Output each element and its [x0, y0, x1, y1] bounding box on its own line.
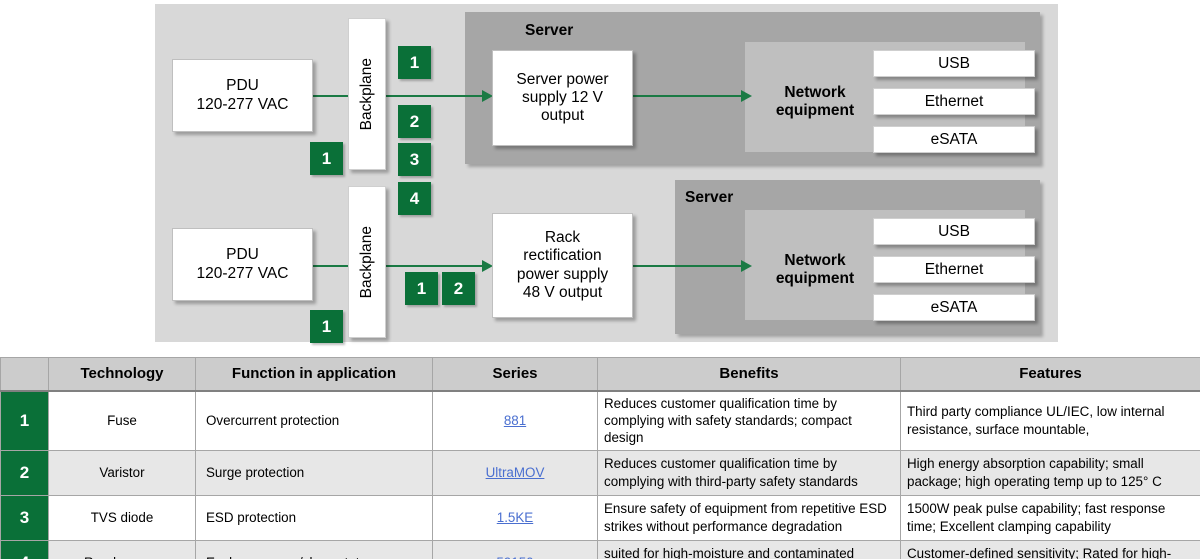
backplane-top: Backplane — [348, 18, 386, 170]
badge-pdu-bottom-output: 1 — [310, 310, 343, 343]
pdu-box-top: PDU 120-277 VAC — [172, 59, 313, 132]
arrowhead-psu-bottom — [482, 260, 493, 272]
row-index-badge: 1 — [0, 390, 49, 451]
badge-backplane-top-3: 3 — [398, 143, 431, 176]
cell-function: Overcurrent protection — [195, 390, 433, 451]
arrowhead-network-bottom — [741, 260, 752, 272]
network-equipment-line2: equipment — [775, 102, 855, 120]
port-esata-top: eSATA — [873, 126, 1035, 153]
network-equipment-line1: Network — [784, 84, 846, 101]
port-usb-top: USB — [873, 50, 1035, 77]
table-header-row: Technology Function in application Serie… — [0, 357, 1200, 392]
backplane-label-top: Backplane — [358, 57, 375, 131]
cell-function: Surge protection — [195, 449, 433, 496]
row-index-badge: 4 — [0, 539, 49, 559]
port-ethernet-bottom: Ethernet — [873, 256, 1035, 283]
psu-top-line2: supply 12 V — [522, 88, 603, 106]
badge-backplane-top-4: 4 — [398, 182, 431, 215]
table-row: 4 Reed sensor Enclosure open/close statu… — [0, 539, 1200, 559]
column-header-index — [0, 357, 49, 392]
badge-backplane-bottom-1: 1 — [405, 272, 438, 305]
series-link[interactable]: 1.5KE — [496, 510, 534, 526]
cell-features: Third party compliance UL/IEC, low inter… — [900, 390, 1200, 451]
cell-series: 1.5KE — [432, 494, 598, 541]
network-equipment-line2: equipment — [775, 270, 855, 288]
cell-technology: Fuse — [48, 390, 196, 451]
pdu-top-line1: PDU — [226, 77, 259, 95]
series-link[interactable]: 59150 — [496, 555, 533, 559]
cell-series: 881 — [432, 390, 598, 451]
psu-bottom-line3: power supply — [516, 265, 609, 283]
badge-pdu-top-output: 1 — [310, 142, 343, 175]
table-row: 3 TVS diode ESD protection 1.5KE Ensure … — [0, 494, 1200, 541]
network-equipment-label-bottom: Network equipment — [760, 252, 870, 289]
connector-pdu-to-backplane-top — [313, 95, 349, 97]
row-index-badge: 3 — [0, 494, 49, 541]
pdu-bottom-line1: PDU — [226, 246, 259, 264]
connector-psu-to-network-bottom — [633, 265, 745, 267]
server-title-top: Server — [525, 22, 574, 39]
psu-bottom-line2: rectification — [523, 247, 602, 265]
connector-backplane-to-psu-bottom — [386, 265, 486, 267]
table-row: 1 Fuse Overcurrent protection 881 Reduce… — [0, 390, 1200, 451]
series-link[interactable]: UltraMOV — [485, 465, 545, 481]
pdu-box-bottom: PDU 120-277 VAC — [172, 228, 313, 301]
cell-series: 59150 — [432, 539, 598, 559]
network-equipment-line1: Network — [784, 252, 846, 269]
psu-top-line3: output — [540, 107, 585, 125]
cell-features: High energy absorption capability; small… — [900, 449, 1200, 496]
server-title-bottom: Server — [685, 189, 734, 206]
system-diagram: Server Network equipment USB Ethernet eS… — [155, 4, 1058, 343]
psu-bottom-line4: 48 V output — [522, 283, 603, 301]
psu-bottom-line1: Rack — [544, 228, 581, 246]
column-header-benefits: Benefits — [597, 357, 901, 392]
backplane-label-bottom: Backplane — [358, 225, 375, 299]
server-power-supply-box: Server power supply 12 V output — [492, 50, 633, 146]
column-header-function: Function in application — [195, 357, 433, 392]
cell-features: Customer-defined sensitivity; Rated for … — [900, 539, 1200, 559]
badge-backplane-top-1: 1 — [398, 46, 431, 79]
column-header-features: Features — [900, 357, 1200, 392]
pdu-top-line2: 120-277 VAC — [196, 95, 289, 113]
connector-pdu-to-backplane-bottom — [313, 265, 349, 267]
cell-series: UltraMOV — [432, 449, 598, 496]
column-header-series: Series — [432, 357, 598, 392]
series-link[interactable]: 881 — [503, 413, 527, 429]
cell-features: 1500W peak pulse capability; fast respon… — [900, 494, 1200, 541]
cell-benefits: Ensure safety of equipment from repetiti… — [597, 494, 901, 541]
badge-backplane-top-2: 2 — [398, 105, 431, 138]
rack-rectification-power-supply-box: Rack rectification power supply 48 V out… — [492, 213, 633, 318]
cell-benefits: Reduces customer qualification time by c… — [597, 390, 901, 451]
component-table: Technology Function in application Serie… — [0, 357, 1200, 559]
psu-top-line1: Server power — [516, 70, 609, 88]
port-ethernet-top: Ethernet — [873, 88, 1035, 115]
cell-technology: Reed sensor — [48, 539, 196, 559]
port-usb-bottom: USB — [873, 218, 1035, 245]
table-row: 2 Varistor Surge protection UltraMOV Red… — [0, 449, 1200, 496]
port-esata-bottom: eSATA — [873, 294, 1035, 321]
cell-function: ESD protection — [195, 494, 433, 541]
row-index-badge: 2 — [0, 449, 49, 496]
badge-backplane-bottom-2: 2 — [442, 272, 475, 305]
connector-backplane-to-psu-top — [386, 95, 486, 97]
pdu-bottom-line2: 120-277 VAC — [196, 264, 289, 282]
cell-benefits: suited for high-moisture and contaminate… — [597, 539, 901, 559]
server-box-bottom: Server Network equipment USB Ethernet eS… — [675, 180, 1040, 334]
cell-technology: TVS diode — [48, 494, 196, 541]
arrowhead-psu-top — [482, 90, 493, 102]
cell-benefits: Reduces customer qualification time by c… — [597, 449, 901, 496]
backplane-bottom: Backplane — [348, 186, 386, 338]
arrowhead-network-top — [741, 90, 752, 102]
column-header-technology: Technology — [48, 357, 196, 392]
server-box-top: Server Network equipment USB Ethernet eS… — [465, 12, 1040, 164]
cell-technology: Varistor — [48, 449, 196, 496]
cell-function: Enclosure open/close status — [195, 539, 433, 559]
connector-psu-to-network-top — [633, 95, 745, 97]
network-equipment-label-top: Network equipment — [760, 84, 870, 121]
